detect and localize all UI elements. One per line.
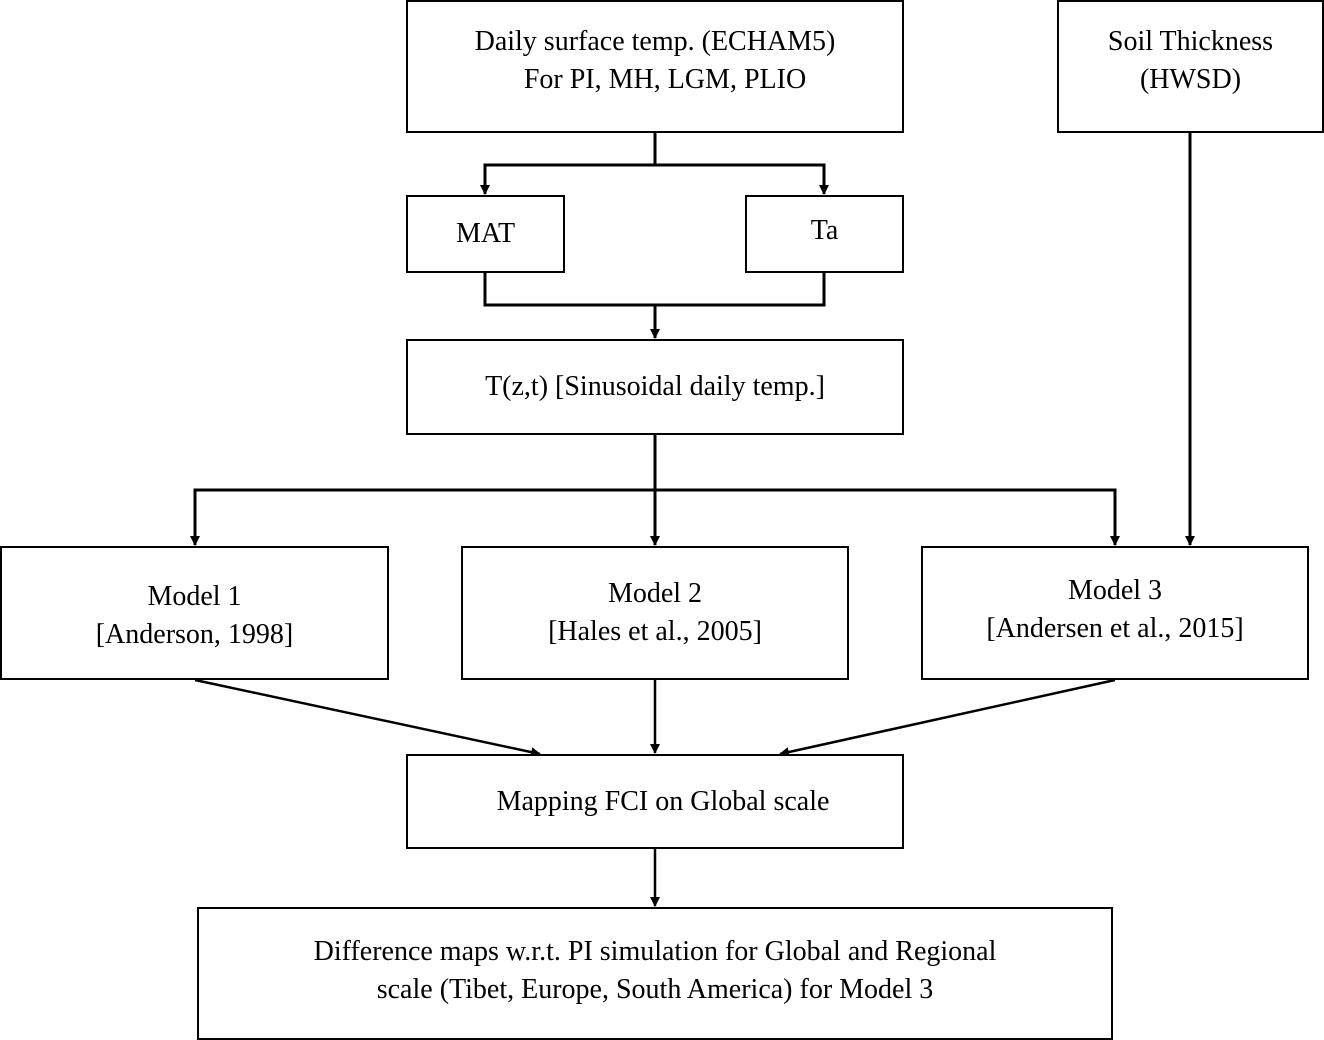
node-line: Ta [810,215,839,246]
node-line: [Anderson, 1998] [95,619,294,650]
node-soil-thickness: Soil Thickness (HWSD) [1057,0,1324,133]
node-line: Difference maps w.r.t. PI simulation for… [313,935,997,967]
edge-tzt-to-model3 [655,488,1120,546]
node-line: [Hales et al., 2005] [548,616,762,647]
node-model-2: Model 2 [Hales et al., 2005] [461,546,849,680]
node-line: MAT [455,218,516,249]
node-line: Model 1 [147,581,242,612]
node-line: Model 3 [1067,575,1163,606]
node-mapping-fci: Mapping FCI on Global scale [406,754,904,849]
edge-tzt-to-model1 [190,488,655,546]
edge-model3-to-fci [779,678,1116,757]
node-line: Soil Thickness [1107,25,1274,57]
node-sinusoidal-daily-temp: T(z,t) [Sinusoidal daily temp.] [406,339,904,435]
node-line: T(z,t) [Sinusoidal daily temp.] [485,371,825,402]
node-line: [Andersen et al., 2015] [986,613,1244,644]
node-line: Mapping FCI on Global scale [496,785,830,817]
node-line: (HWSD) [1139,63,1242,95]
edge-ta-to-tzt [655,272,826,307]
edge-model1-to-fci [194,678,541,758]
node-difference-maps: Difference maps w.r.t. PI simulation for… [197,907,1113,1040]
node-line: scale (Tibet, Europe, South America) for… [376,973,934,1005]
node-mat: MAT [406,195,565,273]
edge-mat-to-tzt [483,272,660,339]
node-line: Model 2 [607,578,703,609]
edge-daily-temp-to-ta [655,163,829,195]
node-line: Daily surface temp. (ECHAM5) [474,25,836,57]
node-ta: Ta [745,195,904,273]
node-line: For PI, MH, LGM, PLIO [523,63,807,95]
node-model-3: Model 3 [Andersen et al., 2015] [921,546,1309,680]
node-model-1: Model 1 [Anderson, 1998] [0,546,389,680]
edge-daily-temp-to-mat [480,132,657,195]
node-daily-surface-temp: Daily surface temp. (ECHAM5) For PI, MH,… [406,0,904,133]
